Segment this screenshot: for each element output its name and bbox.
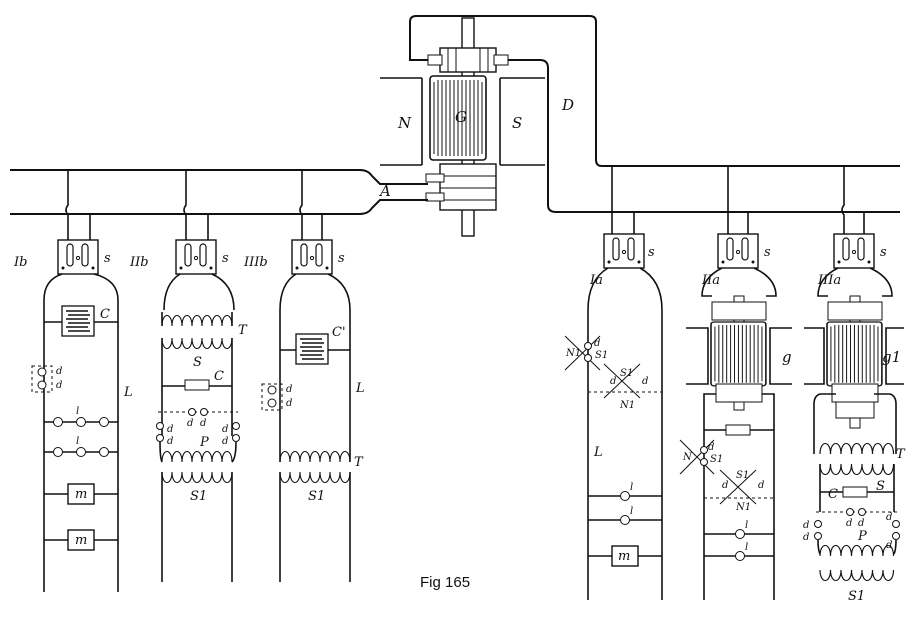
ac-main-lower	[10, 199, 428, 215]
cutout-d1-ib: d	[56, 366, 62, 377]
branch-ia: Ia s N1 d S1 d S1 d N1 L l l m	[564, 166, 663, 600]
secondary2-label-iiia: S1	[848, 589, 865, 604]
line-label-ib: L	[123, 385, 133, 400]
ac-main-upper	[10, 169, 428, 185]
cutout-iib-5: d	[222, 424, 228, 435]
lamp-label-ib-2: l	[76, 436, 79, 447]
dc-feed-label: D	[561, 96, 574, 114]
field-d2-ia: d	[610, 376, 616, 387]
condenser-label-iiib: C'	[332, 325, 346, 340]
condenser-label-iiia: C	[828, 487, 838, 502]
figure-caption: Fig 165	[420, 574, 470, 591]
cutout-iib-1: d	[167, 424, 173, 435]
cutout-d1-iiib: d	[286, 384, 292, 395]
cutout-d2-ib: d	[56, 380, 62, 391]
switch-label-iiia: IIIa	[817, 273, 841, 288]
switch-side-iiia: s	[880, 245, 887, 260]
condenser-label-iib: C	[214, 369, 224, 384]
cutout-d2-iiib: d	[286, 398, 292, 409]
branch-iib: IIb s T S C d d d d d d P S1	[129, 170, 248, 582]
machine-label-iiia: g1	[882, 348, 901, 366]
cutout-iiia-3: d	[846, 518, 852, 529]
transformer-label-iiib: T	[354, 455, 364, 470]
field-d1-iia: d	[708, 442, 714, 453]
switch-side-iiib: s	[338, 251, 345, 266]
primary-label-iib: T	[238, 323, 248, 338]
line-label-iiib: L	[355, 381, 365, 396]
armature-label: G	[455, 108, 467, 126]
branch-iia: IIa s g N d S1 d S1 d N1 l l	[679, 166, 792, 600]
secondary-label-iib: S	[193, 355, 202, 370]
pole-s-label: S	[512, 114, 522, 132]
line-label-ia: L	[593, 445, 603, 460]
primary2-label-iib: P	[199, 435, 209, 450]
cutout-iiia-4: d	[858, 518, 864, 529]
switch-side-iib: s	[222, 251, 229, 266]
motor-label-ib-1: m	[75, 487, 87, 502]
field-s2-ia: S1	[620, 368, 633, 379]
lamp-label-ib-1: l	[76, 406, 79, 417]
lamp-label-iia-2: l	[745, 542, 748, 553]
condenser-label-ib: C	[100, 307, 110, 322]
motor-label-ib-2: m	[75, 533, 87, 548]
dc-feed-wire-2	[508, 59, 900, 213]
lamp-label-ia-1: l	[630, 482, 633, 493]
primary-label-iiia: P	[857, 529, 867, 544]
cutout-iib-6: d	[222, 436, 228, 447]
dc-feed-wire	[409, 15, 900, 167]
branch-iiib: IIIb s C' d d L T S1	[243, 170, 365, 582]
switch-label-ib: Ib	[13, 255, 27, 270]
motor-label-ia: m	[618, 549, 630, 564]
cutout-iib-3: d	[187, 418, 193, 429]
field-n1-ia: N1	[565, 348, 581, 359]
cutout-iiia-1: d	[803, 520, 809, 531]
cutout-iiia-2: d	[803, 532, 809, 543]
field-n2-ia: N1	[619, 400, 635, 411]
field-s1-ia: S1	[595, 350, 608, 361]
switch-label-iia: IIa	[701, 273, 720, 288]
field-d1-ia: d	[594, 338, 600, 349]
field-d3-ia: d	[642, 376, 648, 387]
pole-n-label: N	[397, 114, 412, 132]
field-n1-iia: N1	[735, 502, 751, 513]
switch-side-iia: s	[764, 245, 771, 260]
field-d2-iia: d	[722, 480, 728, 491]
branch-ib: Ib s C d d L l l m m	[13, 170, 133, 592]
secondary-label-iiib: S1	[308, 489, 325, 504]
cutout-iib-2: d	[167, 436, 173, 447]
secondary-label-iiia: S	[876, 479, 885, 494]
ac-mains-label: A	[378, 182, 391, 200]
switch-side-ia: s	[648, 245, 655, 260]
cutout-iiia-5: d	[886, 512, 892, 523]
secondary2-label-iib: S1	[190, 489, 207, 504]
switch-side-ib: s	[104, 251, 111, 266]
switch-label-iib: IIb	[129, 255, 149, 270]
lamp-label-iia-1: l	[745, 520, 748, 531]
cutout-iib-4: d	[200, 418, 206, 429]
generator: N G S	[380, 17, 545, 237]
branch-iiia: IIIa s g1 T S C d d d d d d P S1	[803, 166, 906, 604]
field-s2-iia: S1	[736, 470, 749, 481]
transformer-label-iiia: T	[896, 447, 906, 462]
field-d3-iia: d	[758, 480, 764, 491]
lamp-label-ia-2: l	[630, 506, 633, 517]
switch-label-iiib: IIIb	[243, 255, 268, 270]
field-n-iia: N	[682, 452, 693, 463]
machine-label-iia: g	[782, 348, 792, 366]
field-s1-iia: S1	[710, 454, 723, 465]
